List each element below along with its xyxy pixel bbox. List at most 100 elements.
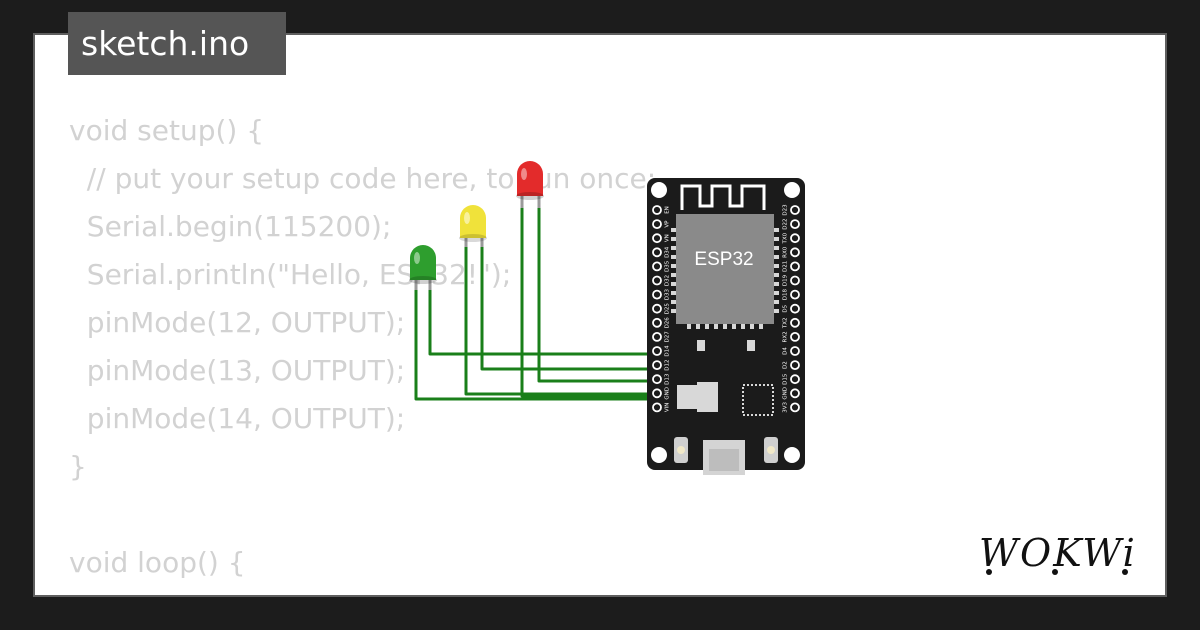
module-pad (714, 324, 718, 329)
pin-label: D32 (665, 275, 671, 286)
mount-hole (784, 182, 800, 198)
code-line: pinMode(12, OUTPUT); (69, 306, 406, 339)
pin-label: EN (665, 206, 671, 214)
module-pad (774, 282, 779, 286)
wire-yellow-cathode (464, 245, 657, 396)
module-pad (671, 264, 676, 268)
led-base (516, 192, 544, 200)
module-pad (671, 291, 676, 295)
pin-gnd[interactable] (652, 388, 662, 399)
pin-label: VP (665, 220, 671, 228)
pin-d23[interactable] (790, 205, 800, 215)
code-line: // put your setup code here, to run once… (69, 162, 657, 195)
pin-label: TX0 (783, 232, 789, 244)
module-pad (671, 255, 676, 259)
pin-label: D34 (665, 246, 671, 258)
right-pin-header: D23D22TX0RX0D21D19D18D5TX2RX2D4D2D15GND3… (783, 204, 800, 413)
pin-d14[interactable] (652, 346, 662, 356)
module-pad (774, 273, 779, 277)
pin-d18[interactable] (790, 289, 800, 300)
code-view: void setup() { // put your setup code he… (69, 107, 729, 595)
pin-tx2[interactable] (790, 317, 800, 328)
pin-d4[interactable] (790, 346, 800, 356)
module-pad (671, 309, 676, 313)
module-pad (732, 324, 736, 329)
pin-d32[interactable] (652, 275, 662, 286)
pin-d22[interactable] (790, 219, 800, 230)
pin-label: GND (665, 387, 671, 400)
yellow-led[interactable] (459, 205, 487, 247)
code-line: Serial.println("Hello, ESP32!"); (69, 258, 512, 291)
wire-yellow-anode (480, 245, 657, 371)
pin-d25[interactable] (652, 303, 662, 314)
pin-d5[interactable] (790, 303, 800, 314)
pin-d35[interactable] (652, 261, 662, 272)
usb-uart-chip-core (750, 392, 766, 408)
wire-green-anode (428, 288, 657, 356)
pin-tx0[interactable] (790, 233, 800, 244)
pin-d15[interactable] (790, 374, 800, 385)
pin-label: TX2 (783, 317, 789, 329)
module-pad (671, 273, 676, 277)
regulator-tab (697, 382, 718, 412)
code-line: } (69, 450, 87, 483)
esp32-board[interactable]: ESP32 ENVPVND34D35D32D33D25D26D27D14D12D… (647, 178, 805, 475)
pin-label: D23 (783, 204, 789, 216)
pin-d26[interactable] (652, 317, 662, 328)
module-pad (696, 324, 700, 329)
mount-hole (651, 447, 667, 463)
pin-en[interactable] (652, 205, 662, 215)
voltage-regulator (677, 385, 697, 409)
pin-vn[interactable] (652, 233, 662, 244)
red-led[interactable] (516, 161, 544, 208)
wifi-module (676, 214, 774, 324)
board-label: ESP32 (694, 249, 753, 270)
smd-component (747, 340, 755, 351)
pin-label: D13 (665, 373, 671, 385)
pin-label: D21 (783, 261, 789, 272)
pin-3v3[interactable] (790, 402, 800, 413)
file-tab[interactable]: sketch.ino (68, 12, 286, 75)
led-highlight (464, 212, 470, 224)
code-line: pinMode(14, OUTPUT); (69, 402, 406, 435)
pin-d21[interactable] (790, 261, 800, 272)
mount-hole (784, 447, 800, 463)
code-line: void loop() { (69, 546, 246, 579)
module-pad (671, 300, 676, 304)
pin-label: D26 (665, 317, 671, 329)
pin-d12[interactable] (652, 360, 662, 371)
pin-gnd[interactable] (790, 388, 800, 399)
pin-d34[interactable] (652, 247, 662, 258)
pin-d27[interactable] (652, 331, 662, 342)
wire-red-cathode (520, 206, 657, 398)
antenna-trace (680, 184, 766, 210)
micro-usb-inner (709, 449, 739, 471)
pin-rx0[interactable] (790, 247, 800, 258)
pin-label: D33 (665, 288, 671, 300)
pin-label: D19 (783, 274, 789, 286)
module-pad (671, 246, 676, 250)
module-pad (750, 324, 754, 329)
logo-dot (986, 569, 992, 575)
pin-vin[interactable] (652, 402, 662, 413)
pin-label: VN (665, 234, 671, 242)
pin-d19[interactable] (790, 275, 800, 286)
module-pad (671, 228, 676, 232)
pin-label: D2 (783, 361, 789, 369)
pin-label: D5 (783, 304, 789, 312)
pin-d33[interactable] (652, 289, 662, 300)
pin-rx2[interactable] (790, 331, 800, 342)
led-highlight (414, 252, 420, 264)
module-pad (741, 324, 745, 329)
code-line: // put your main code here, to run repea… (69, 587, 729, 595)
pin-label: D14 (665, 345, 671, 357)
pin-d2[interactable] (790, 360, 800, 371)
pin-label: D22 (783, 218, 789, 229)
pin-d13[interactable] (652, 374, 662, 385)
wire-red-anode (537, 206, 657, 383)
pin-vp[interactable] (652, 219, 662, 230)
wire-green-cathode (414, 288, 657, 401)
pin-label: 3V3 (783, 402, 789, 413)
green-led[interactable] (409, 245, 437, 290)
